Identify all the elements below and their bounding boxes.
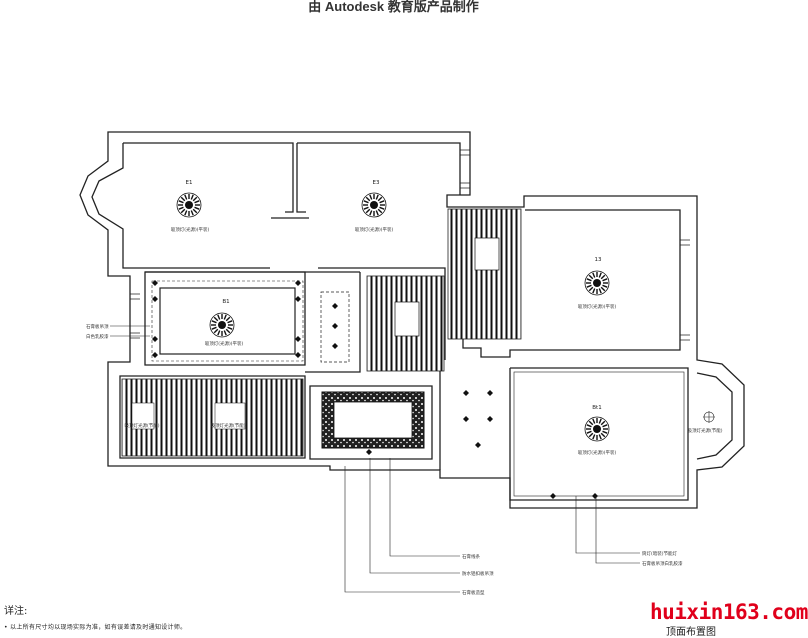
callout-label: 筒灯(暗装)节能灯 xyxy=(642,550,678,557)
drawing-canvas: 由 Autodesk 教育版产品制作 xyxy=(4,0,808,638)
lamp-label: 吸顶灯光源(节能) xyxy=(687,427,722,434)
ceiling-lamp-icon xyxy=(584,416,610,442)
room-number-bed-mid: E3 xyxy=(373,180,380,186)
lamp-label: 吸顶灯光源(节能) xyxy=(124,422,159,429)
ceiling-lamp-icon xyxy=(176,192,202,218)
ceiling-lamp-icon xyxy=(209,312,235,338)
lamp-label: 吸顶灯(光源)(平装) xyxy=(578,303,617,310)
room-number-bed-left: E1 xyxy=(186,180,193,186)
lamp-label: 吸顶灯(光源)(平装) xyxy=(578,449,617,456)
callout-label: 石膏线条 xyxy=(462,553,480,560)
room-number-bed-right: 13 xyxy=(595,257,602,263)
notes-title: 详注: xyxy=(4,606,28,617)
room-number-living: Bt1 xyxy=(592,405,601,411)
header-watermark-text: 由 Autodesk 教育版产品制作 xyxy=(308,0,479,14)
ceiling-lamp-icon xyxy=(584,270,610,296)
notes-line: • 以上所有尺寸均以现场实际为准，如有误差请及时通知设计师。 xyxy=(4,624,187,631)
drawing-title: 顶面布置图 xyxy=(666,627,716,638)
room-number-dining: B1 xyxy=(222,299,229,305)
lamp-label: 吸顶灯(光源)(平装) xyxy=(355,226,394,233)
left-annotation: 白色乳胶漆 xyxy=(86,333,109,340)
ceiling-plan-drawing: E1 E3 13 Bt1 B1 吸顶灯(光源)(平装) 吸顶灯(光源)(平装) … xyxy=(79,131,745,596)
bathroom-ceiling-hatch xyxy=(447,208,522,340)
lamp-label: 吸顶灯(光源)(平装) xyxy=(171,226,210,233)
callout-label: 石膏板吊顶白乳胶漆 xyxy=(642,560,683,567)
callout-label: 石膏板造型 xyxy=(462,589,485,596)
balcony-ceiling-hatch xyxy=(121,378,304,457)
lamp-label: 吸顶灯光源(节能) xyxy=(210,422,245,429)
left-annotation: 石膏板吊顶 xyxy=(86,323,109,330)
site-watermark: huixin163.com xyxy=(650,600,808,624)
lamp-label: 吸顶灯(光源)(平装) xyxy=(205,340,244,347)
ceiling-lamp-icon xyxy=(361,192,387,218)
callout-label: 防水铝扣板吊顶 xyxy=(462,570,494,577)
